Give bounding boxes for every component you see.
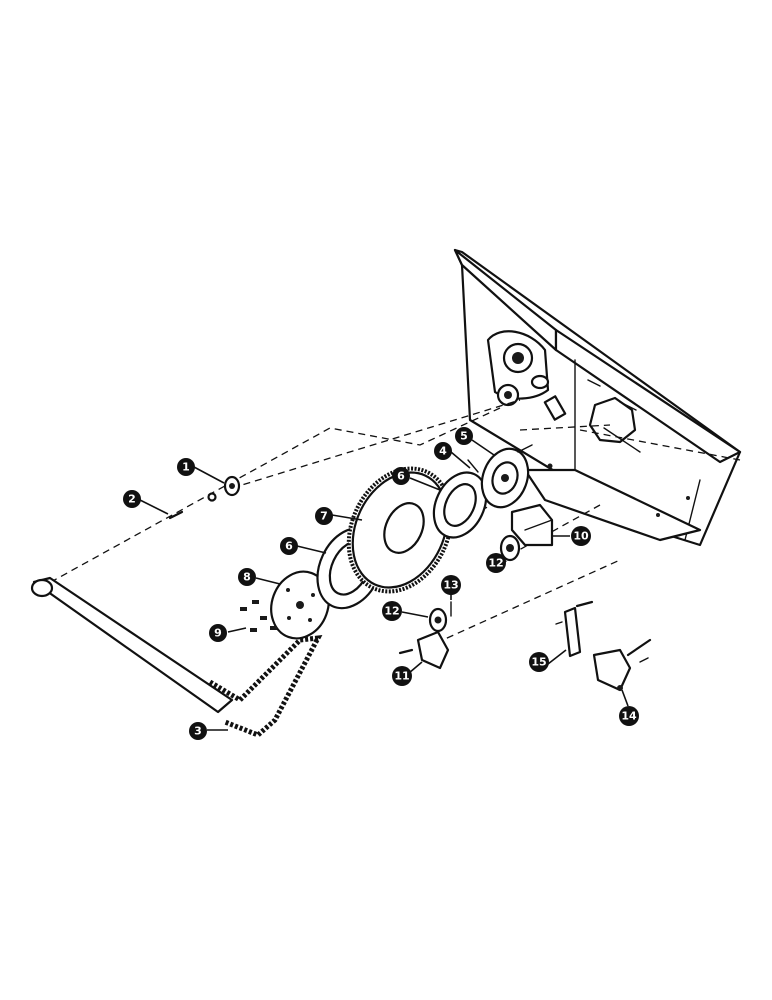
tensioner-bracket-14 <box>592 638 652 692</box>
callout-3: 3 <box>189 722 207 740</box>
svg-text:6: 6 <box>285 540 293 553</box>
svg-text:5: 5 <box>460 430 468 443</box>
svg-text:14: 14 <box>621 710 637 723</box>
bolt-group <box>240 600 277 632</box>
callout-5: 5 <box>455 427 473 445</box>
hub-plate <box>270 570 330 640</box>
pressure-plate <box>467 444 533 509</box>
svg-text:6: 6 <box>397 470 405 483</box>
callout-13: 13 <box>441 575 461 595</box>
idler-sprocket-upper <box>499 534 521 562</box>
callout-11: 11 <box>392 666 412 686</box>
callout-6-upper: 6 <box>392 467 410 485</box>
callout-15: 15 <box>529 652 549 672</box>
callout-4: 4 <box>434 442 452 460</box>
svg-text:15: 15 <box>531 656 546 669</box>
callout-14: 14 <box>619 706 639 726</box>
svg-text:12: 12 <box>488 557 503 570</box>
svg-text:2: 2 <box>128 493 136 506</box>
svg-text:12: 12 <box>384 605 399 618</box>
drive-arm <box>30 576 234 714</box>
tensioner-bracket-15 <box>555 600 594 658</box>
svg-text:1: 1 <box>182 461 190 474</box>
callout-12-upper: 12 <box>486 553 506 573</box>
callout-12-lower: 12 <box>382 601 402 621</box>
large-sprocket <box>346 466 454 594</box>
svg-text:9: 9 <box>214 627 222 640</box>
drive-housing <box>453 248 742 547</box>
callout-1: 1 <box>177 458 195 476</box>
callout-2: 2 <box>123 490 141 508</box>
callout-9: 9 <box>209 624 227 642</box>
friction-disc-right <box>432 471 488 539</box>
small-parts-left <box>168 475 241 520</box>
svg-text:8: 8 <box>243 571 251 584</box>
svg-text:11: 11 <box>394 670 409 683</box>
idler-sprocket-lower <box>428 601 452 633</box>
svg-text:13: 13 <box>443 579 458 592</box>
callout-10: 10 <box>571 526 591 546</box>
svg-text:4: 4 <box>439 445 447 458</box>
drive-chain <box>208 634 323 738</box>
leader-lines <box>139 439 629 731</box>
bracket <box>510 503 554 547</box>
svg-text:10: 10 <box>573 530 589 543</box>
callout-6-lower: 6 <box>280 537 298 555</box>
callout-7: 7 <box>315 507 333 525</box>
svg-text:3: 3 <box>194 725 202 738</box>
idler-bracket <box>398 630 450 670</box>
svg-text:7: 7 <box>320 510 328 523</box>
callout-8: 8 <box>238 568 256 586</box>
